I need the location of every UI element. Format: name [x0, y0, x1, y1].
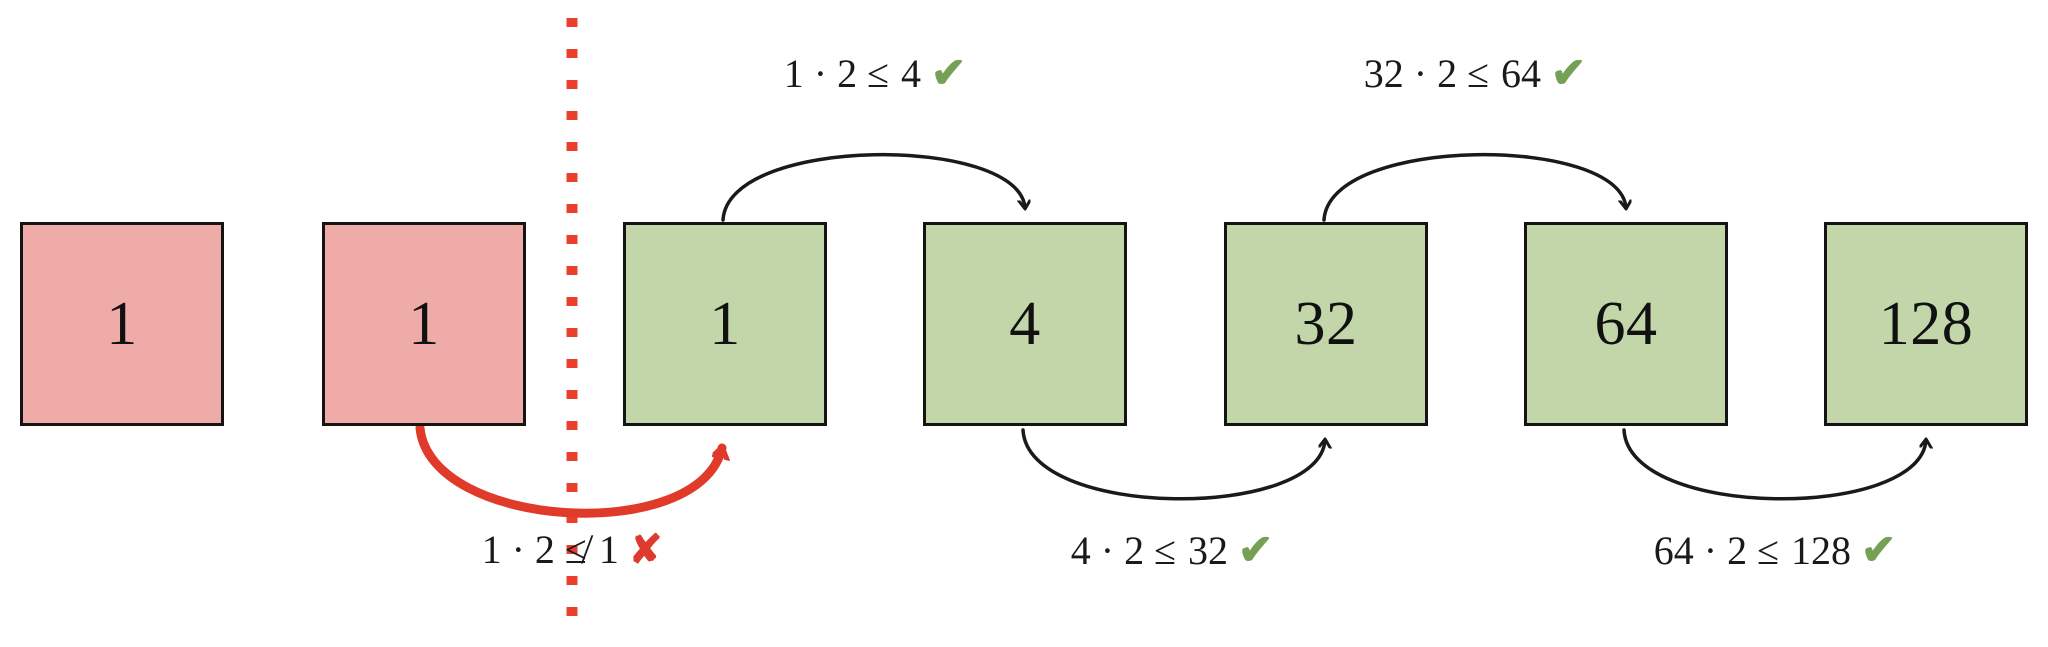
node-box-6-label: 64 [1594, 290, 1658, 358]
edge-label-red-invalid-op: ≰ [564, 527, 589, 572]
edge-red-invalid-curve [415, 423, 722, 518]
edge-label-32-to-64: 32 · 2 ≤ 64 ✔ [1364, 53, 1586, 95]
node-box-5-label: 32 [1294, 290, 1358, 358]
edge-label-1-to-4-op: ≤ [867, 51, 892, 96]
node-box-4-label: 4 [1009, 290, 1041, 358]
edge-label-4-to-32-rhs: 32 [1188, 528, 1229, 573]
node-box-1-label: 1 [106, 290, 138, 358]
edge-label-64-to-128-rhs: 128 [1791, 528, 1852, 573]
check-icon: ✔ [1238, 528, 1274, 574]
edge-label-1-to-4-rhs: 4 [901, 51, 922, 96]
node-box-2[interactable]: 1 [322, 222, 526, 426]
edge-label-64-to-128-op: ≤ [1757, 528, 1782, 573]
node-box-1[interactable]: 1 [20, 222, 224, 426]
edge-32-to-64-curve [1322, 153, 1626, 222]
edge-label-4-to-32-lhs: 4 · 2 [1070, 528, 1145, 573]
check-icon: ✔ [1551, 51, 1587, 97]
edge-4-to-32-curve [1021, 428, 1325, 501]
edge-label-64-to-128: 64 · 2 ≤ 128 ✔ [1654, 530, 1896, 572]
node-box-7[interactable]: 128 [1824, 222, 2028, 426]
cross-icon: ✘ [628, 527, 663, 572]
edge-label-4-to-32: 4 · 2 ≤ 32 ✔ [1071, 530, 1273, 572]
edge-label-32-to-64-lhs: 32 · 2 [1363, 51, 1458, 96]
edge-label-red-invalid-lhs: 1 · 2 [481, 527, 555, 572]
edge-label-red-invalid-rhs: 1 [598, 527, 619, 572]
check-icon: ✔ [931, 51, 967, 97]
edge-label-1-to-4-lhs: 1 · 2 [783, 51, 858, 96]
edge-label-64-to-128-lhs: 64 · 2 [1653, 528, 1748, 573]
edge-label-32-to-64-op: ≤ [1467, 51, 1492, 96]
node-box-5[interactable]: 32 [1224, 222, 1428, 426]
check-icon: ✔ [1861, 528, 1897, 574]
edge-label-32-to-64-rhs: 64 [1501, 51, 1542, 96]
node-box-7-label: 128 [1878, 290, 1974, 358]
edge-64-to-128-curve [1622, 428, 1926, 501]
node-box-3-label: 1 [709, 290, 741, 358]
edge-label-red-invalid: 1 · 2 ≰ 1 ✘ [482, 530, 663, 570]
edge-label-1-to-4: 1 · 2 ≤ 4 ✔ [784, 53, 966, 95]
node-box-4[interactable]: 4 [923, 222, 1127, 426]
edge-label-4-to-32-op: ≤ [1154, 528, 1179, 573]
node-box-3[interactable]: 1 [623, 222, 827, 426]
edge-1-to-4-curve [721, 153, 1025, 222]
node-box-2-label: 1 [408, 290, 440, 358]
node-box-6[interactable]: 64 [1524, 222, 1728, 426]
